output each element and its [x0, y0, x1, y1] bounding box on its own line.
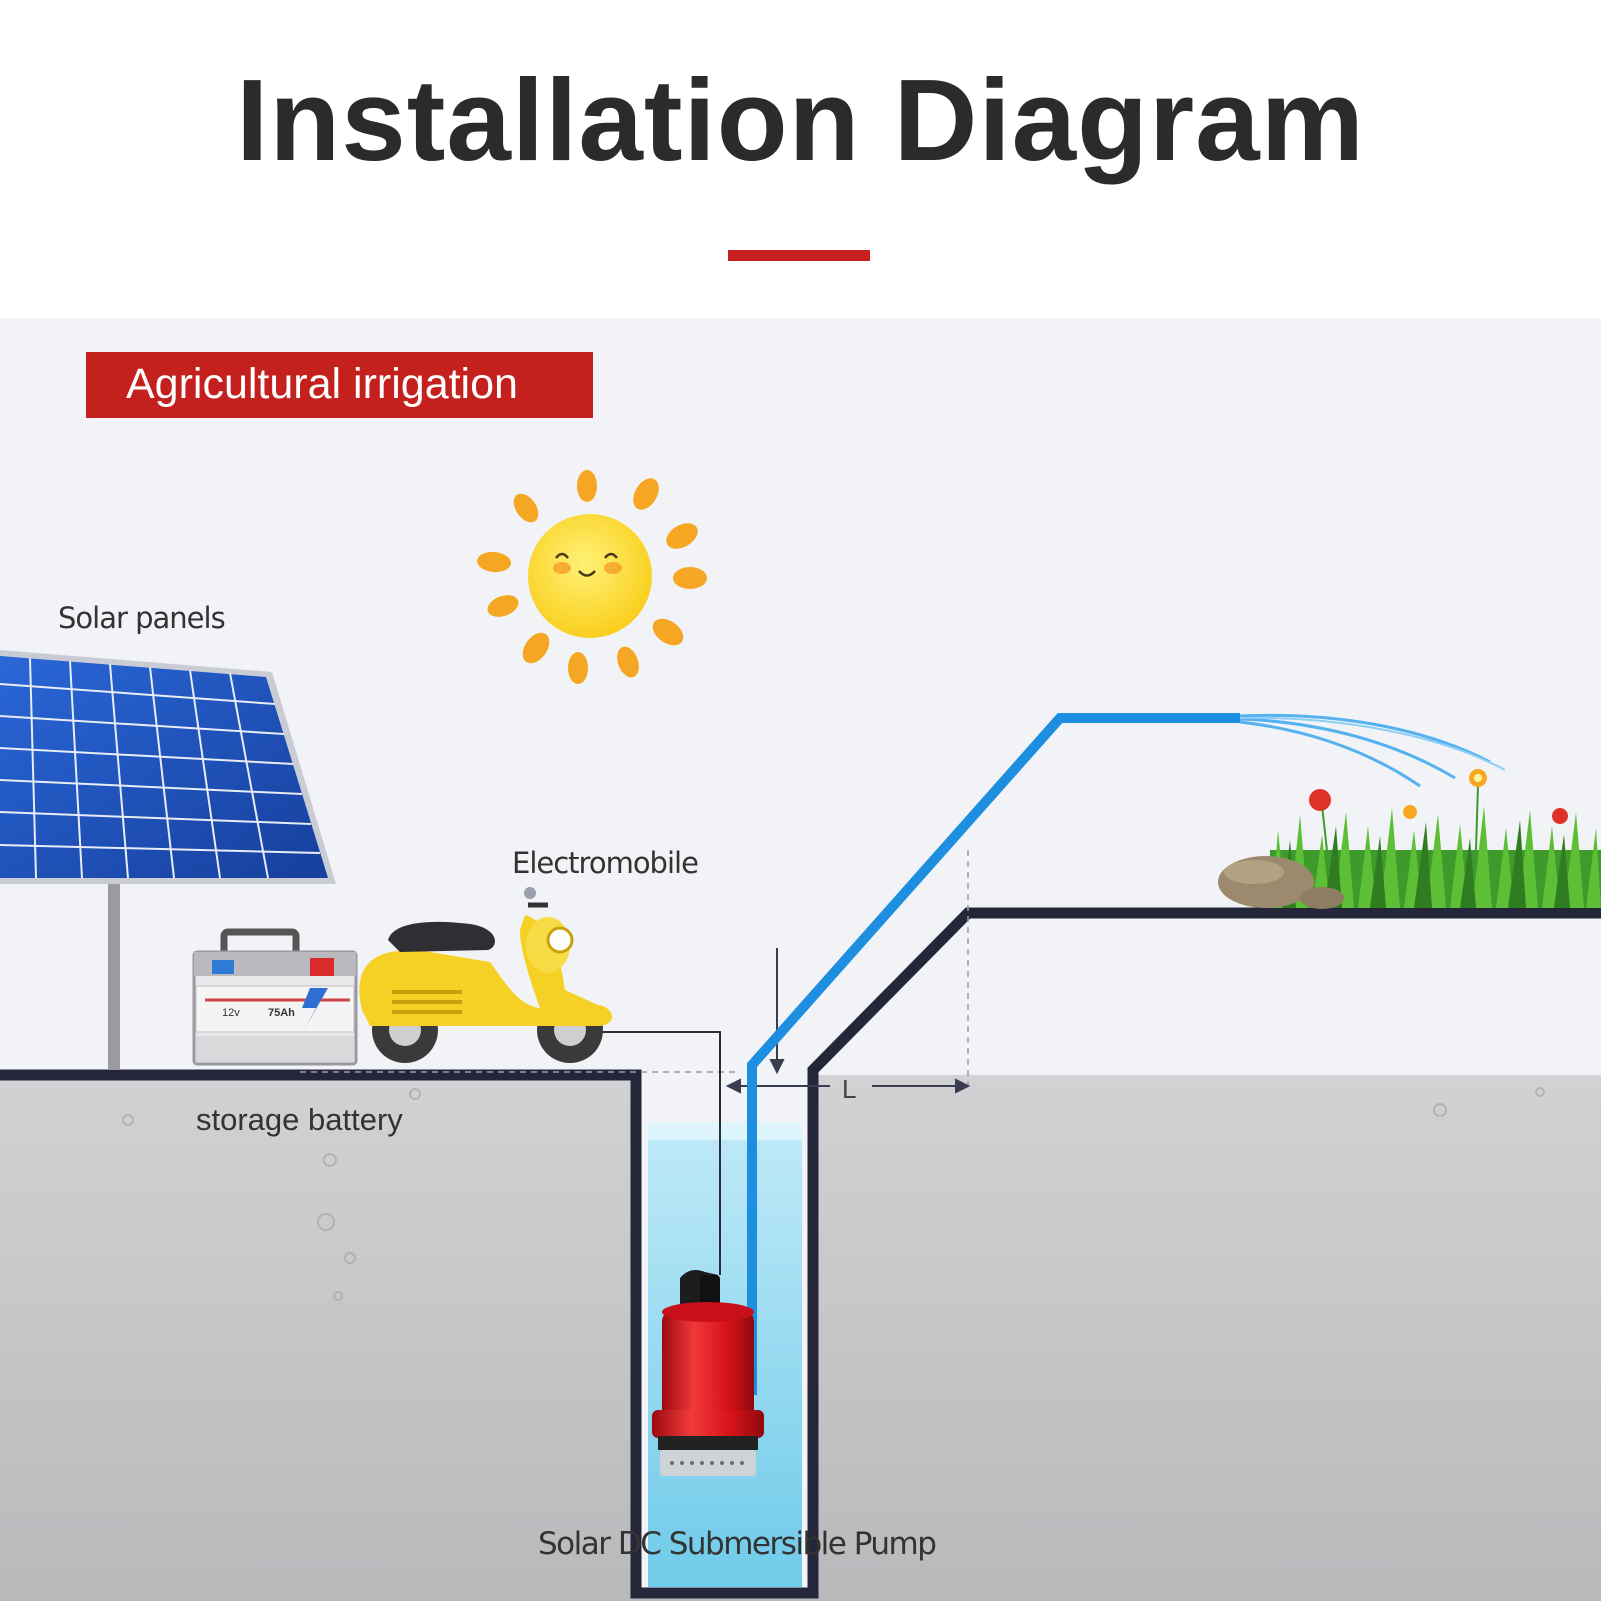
pump-icon: [652, 1270, 764, 1476]
pump-label: Solar DC Submersible Pump: [538, 1526, 937, 1562]
reference-lines: [300, 850, 969, 1088]
title-underline: [728, 250, 870, 261]
category-badge-label: Agricultural irrigation: [126, 360, 518, 408]
sun-icon: [477, 470, 707, 684]
distance-label: L: [842, 1074, 857, 1104]
solar-panels-label: Solar panels: [58, 601, 226, 635]
electromobile-label: Electromobile: [512, 846, 699, 880]
distance-marker: [725, 948, 971, 1094]
terrain-outline: [0, 907, 1601, 1599]
flower-icon: [1309, 769, 1568, 861]
power-cable: [598, 1031, 721, 1275]
page-title: Installation Diagram: [236, 55, 1365, 185]
ground: [0, 1075, 1601, 1601]
battery-voltage: 12v: [222, 1007, 240, 1019]
battery-capacity: 75Ah: [268, 1007, 295, 1019]
scooter-icon: [359, 887, 612, 1063]
water-spray: [1239, 713, 1506, 788]
battery-icon: 12v 75Ah: [192, 928, 358, 1066]
storage-battery-label: storage battery: [196, 1102, 403, 1137]
category-badge: [86, 352, 593, 418]
rock-icon: [1218, 856, 1344, 909]
water-pipe: [747, 713, 1240, 1395]
solar-panel-icon: [0, 650, 336, 1070]
